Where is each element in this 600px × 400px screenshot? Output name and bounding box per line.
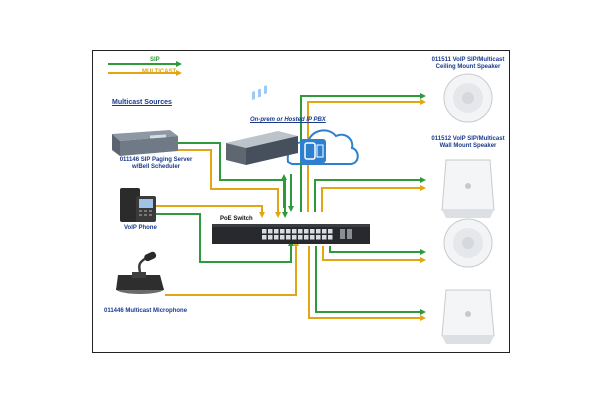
- legend-sip-label: SIP: [150, 57, 160, 63]
- poe-switch-label: PoE Switch: [220, 216, 253, 222]
- switch-port: [274, 229, 279, 234]
- switch-port: [310, 229, 315, 234]
- wall-speaker-1-sip-line: [314, 179, 420, 212]
- switch-port: [268, 235, 273, 240]
- microphone-icon: [116, 251, 164, 294]
- switch-port: [316, 229, 321, 234]
- arrowhead-speaker-3-multicast: [420, 257, 426, 263]
- arrowhead-pbx-sip-1: [281, 174, 287, 180]
- switch-port: [292, 229, 297, 234]
- switch-port: [262, 235, 267, 240]
- ceiling-speaker-label: 011511 VoIP SIP/Multicast Ceiling Mount …: [431, 57, 505, 70]
- wall-speaker-1-icon: [441, 159, 495, 218]
- sources-heading: Multicast Sources: [112, 99, 172, 106]
- switch-port: [292, 235, 297, 240]
- switch-port: [322, 229, 327, 234]
- arrowhead-paging-sip: [282, 212, 288, 218]
- switch-port: [316, 235, 321, 240]
- switch-port: [304, 235, 309, 240]
- phone-multicast-line: [150, 205, 263, 212]
- arrowhead-speaker-1-multicast: [420, 99, 426, 105]
- switch-port: [286, 235, 291, 240]
- switch-port: [274, 235, 279, 240]
- arrowhead-phone-multicast: [259, 212, 265, 218]
- pbx-icon: [226, 85, 359, 165]
- microphone-label: 011446 Multicast Microphone: [104, 308, 188, 314]
- microphone-multicast-line: [165, 246, 297, 296]
- switch-port: [298, 229, 303, 234]
- ceiling-speaker-2-icon: [443, 218, 493, 268]
- legend-multicast-arrowhead: [176, 70, 182, 76]
- arrowhead-speaker-1-sip: [420, 93, 426, 99]
- connections: [150, 95, 420, 319]
- legend-multicast-label: MULTICAST: [142, 69, 177, 75]
- arrowhead-speaker-4-sip: [420, 309, 426, 315]
- switch-port: [286, 229, 291, 234]
- switch-port: [322, 235, 327, 240]
- ceiling-speaker-2-multicast-line: [322, 246, 420, 261]
- switch-port: [280, 229, 285, 234]
- paging-server-multicast-line: [178, 149, 279, 212]
- arrowhead-speaker-2-multicast: [420, 185, 426, 191]
- arrowhead-speaker-2-sip: [420, 177, 426, 183]
- voip-phone-icon: [120, 188, 156, 222]
- switch-port: [262, 229, 267, 234]
- switch-port: [310, 235, 315, 240]
- legend: [108, 61, 182, 76]
- arrowhead-speaker-4-multicast: [420, 315, 426, 321]
- legend-sip-arrowhead: [176, 61, 182, 67]
- ceiling-speaker-1-sip-line: [300, 95, 420, 212]
- ceiling-speaker-2-sip-line: [329, 246, 420, 253]
- arrowhead-pbx-sip-2: [288, 206, 294, 212]
- wall-speaker-2-multicast-line: [308, 246, 420, 319]
- wall-speaker-2-icon: [441, 289, 495, 344]
- switch-port: [328, 235, 333, 240]
- ceiling-speaker-1-icon: [443, 73, 493, 123]
- arrowhead-speaker-3-sip: [420, 249, 426, 255]
- switch-port: [298, 235, 303, 240]
- paging-server-label: 011146 SIP Paging Server w/Bell Schedule…: [119, 157, 193, 170]
- arrowheads: [259, 93, 426, 321]
- paging-server-icon: [112, 130, 178, 156]
- poe-switch-icon: [212, 224, 370, 244]
- arrowhead-paging-multicast: [275, 212, 281, 218]
- voip-phone-label: VoIP Phone: [124, 225, 157, 231]
- switch-port: [304, 229, 309, 234]
- pbx-label: On-prem or Hosted IP PBX: [250, 117, 326, 123]
- wall-speaker-label: 011512 VoIP SIP/Multicast Wall Mount Spe…: [431, 136, 505, 149]
- wall-speaker-2-sip-line: [315, 246, 420, 313]
- switch-port: [328, 229, 333, 234]
- phone-sip-line: [150, 213, 292, 263]
- switch-port: [268, 229, 273, 234]
- ceiling-speaker-1-multicast-line: [307, 101, 420, 212]
- wall-speaker-1-multicast-line: [321, 187, 420, 212]
- switch-port: [280, 235, 285, 240]
